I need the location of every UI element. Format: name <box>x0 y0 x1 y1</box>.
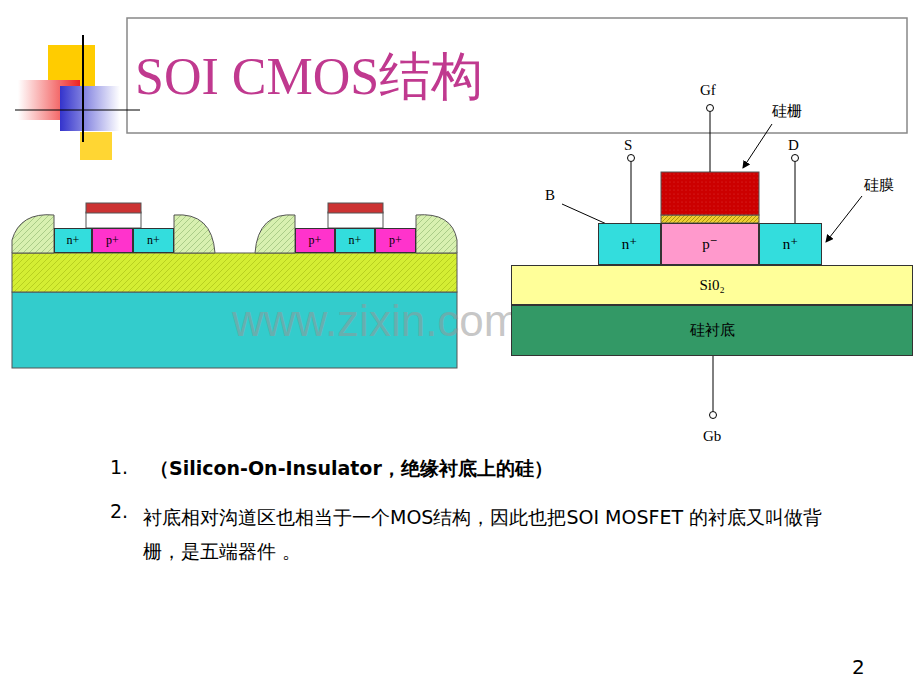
region-label: n⁺ <box>783 235 798 253</box>
terminal-label: Gb <box>703 428 721 445</box>
n-region: n+ <box>133 228 174 253</box>
n-region: n+ <box>54 228 92 253</box>
list-text: 衬底相对沟道区也相当于一个MOS结构，因此也把SOI MOSFET 的衬底又叫做… <box>143 500 843 568</box>
list-number: 2. <box>110 500 128 522</box>
n-region: n+ <box>335 228 375 253</box>
region-label: Si0₂ <box>699 277 724 294</box>
terminal-label: B <box>545 187 555 204</box>
body-region: p⁻ <box>661 223 759 265</box>
callout-label: 硅栅 <box>772 102 802 121</box>
terminal-label: D <box>788 137 799 154</box>
region-label: p+ <box>106 233 119 248</box>
list-text: （Silicon-On-Insulator，绝缘衬底上的硅） <box>150 456 553 482</box>
terminal-label: S <box>624 137 632 154</box>
region-label: n+ <box>349 233 362 248</box>
region-label: n⁺ <box>622 235 637 253</box>
terminal-label: Gf <box>700 82 716 99</box>
p-region: p+ <box>375 228 416 253</box>
p-region: p+ <box>295 228 335 253</box>
list-number: 1. <box>110 456 128 478</box>
region-label: p+ <box>389 233 402 248</box>
slide-title: SOI CMOS结构 <box>135 42 483 112</box>
drain-region: n⁺ <box>759 223 822 265</box>
region-label: p+ <box>309 233 322 248</box>
oxide-layer: Si0₂ <box>511 265 913 305</box>
p-region: p+ <box>92 228 133 253</box>
page-number: 2 <box>852 655 865 679</box>
source-region: n⁺ <box>598 223 661 265</box>
region-label: 硅衬底 <box>690 321 735 340</box>
region-label: p⁻ <box>702 235 717 253</box>
substrate-layer: 硅衬底 <box>511 305 913 356</box>
region-label: n+ <box>147 233 160 248</box>
callout-label: 硅膜 <box>864 176 894 195</box>
region-label: n+ <box>67 233 80 248</box>
